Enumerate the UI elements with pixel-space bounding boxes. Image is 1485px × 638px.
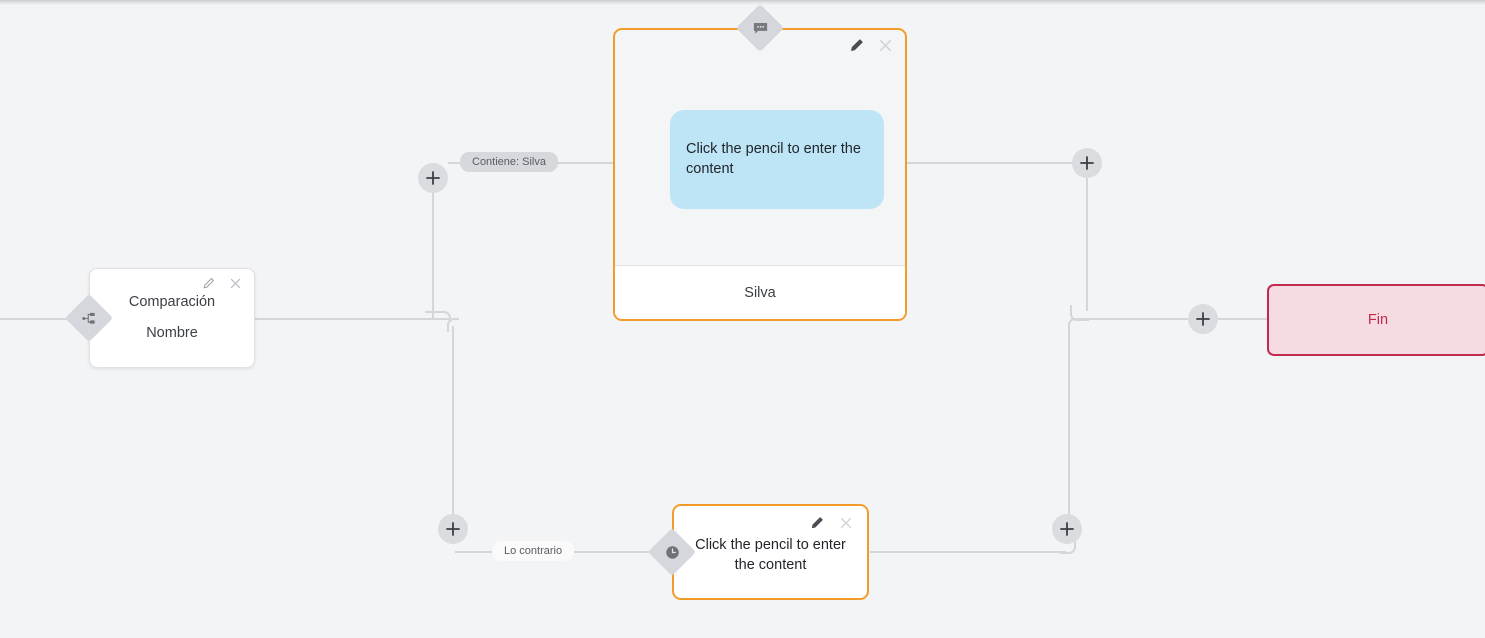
edge-message-out (906, 162, 1078, 164)
plus-icon (1059, 521, 1075, 537)
plus-icon (425, 170, 441, 186)
edge-plus-to-end (1216, 318, 1268, 320)
edge-incoming (0, 318, 74, 320)
node-comparison[interactable]: Comparación Nombre (89, 268, 255, 368)
node-wait[interactable]: Click the pencil to enter the content (672, 504, 869, 600)
close-icon[interactable] (839, 516, 853, 530)
edge-wait-out (870, 551, 1066, 553)
pencil-icon[interactable] (202, 277, 215, 290)
node-end[interactable]: Fin (1267, 284, 1485, 356)
edge-corner-merge-bottom (1068, 318, 1084, 334)
plus-icon (1195, 311, 1211, 327)
edge-down-branch-vertical (452, 326, 454, 521)
edge-message-merge-vertical (1086, 178, 1088, 311)
node-message-footer: Silva (615, 265, 905, 319)
edge-label-branch-false[interactable]: Lo contrario (492, 541, 575, 561)
node-message-actions (849, 38, 893, 53)
pencil-icon[interactable] (849, 38, 864, 53)
close-icon[interactable] (878, 38, 893, 53)
edge-comparison-out (254, 318, 449, 320)
node-wait-actions (810, 516, 853, 530)
add-node-button-after-message[interactable] (1072, 148, 1102, 178)
plus-icon (1079, 155, 1095, 171)
node-message-body: Click the pencil to enter the content (615, 30, 905, 265)
plus-icon (445, 521, 461, 537)
add-node-button-before-end[interactable] (1188, 304, 1218, 334)
edge-label-branch-true[interactable]: Contiene: Silva (460, 152, 558, 172)
node-comparison-actions (202, 277, 242, 290)
add-node-button-after-wait[interactable] (1052, 514, 1082, 544)
edge-corner-up-branch (425, 311, 451, 322)
node-comparison-subtitle: Nombre (146, 324, 198, 341)
add-node-button-branch-true[interactable] (418, 163, 448, 193)
pencil-icon[interactable] (810, 516, 824, 530)
edge-corner-wait-up (1060, 538, 1076, 554)
add-node-button-branch-false[interactable] (438, 514, 468, 544)
edge-up-branch-vertical (432, 190, 434, 318)
window-top-strip (0, 0, 1485, 5)
edge-corner-down-branch (447, 318, 459, 332)
close-icon[interactable] (229, 277, 242, 290)
message-bubble[interactable]: Click the pencil to enter the content (670, 110, 884, 209)
node-comparison-title: Comparación (128, 294, 216, 311)
edge-wait-merge-vertical (1068, 330, 1070, 542)
edge-merge-to-end (1080, 318, 1195, 320)
node-end-label: Fin (1367, 312, 1389, 328)
node-wait-text: Click the pencil to enter the content (695, 537, 846, 573)
node-message[interactable]: Click the pencil to enter the content Si… (613, 28, 907, 321)
